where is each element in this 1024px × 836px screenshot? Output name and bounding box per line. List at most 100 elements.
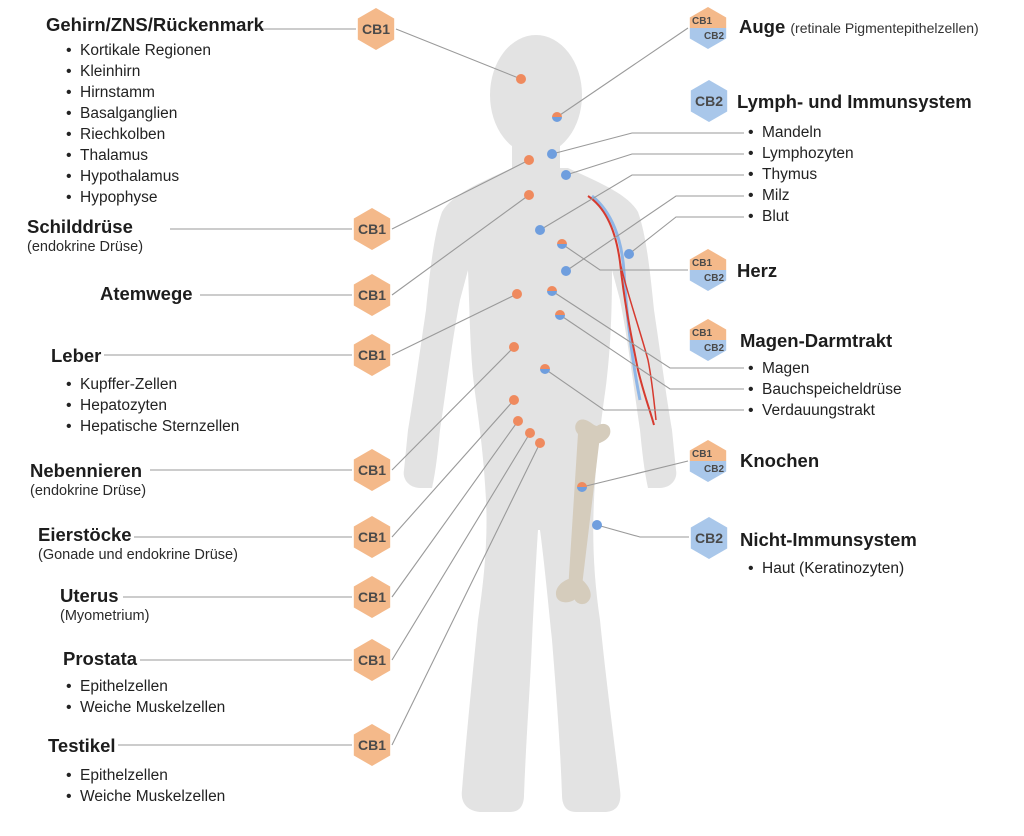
body-silhouette bbox=[403, 35, 677, 812]
thyroid-point bbox=[524, 155, 534, 165]
bone-point bbox=[577, 482, 587, 492]
cb1-label: CB1 bbox=[692, 16, 712, 27]
blood-connector bbox=[628, 216, 744, 255]
liver-cb1-badge: CB1 bbox=[353, 334, 391, 376]
cb2-label: CB2 bbox=[704, 464, 724, 475]
list-item: Epithelzellen bbox=[66, 676, 225, 697]
skin-connector bbox=[596, 524, 689, 538]
cb2-label: CB2 bbox=[704, 273, 724, 284]
liver-title: Leber bbox=[51, 345, 102, 366]
prostate-title: Prostata bbox=[63, 648, 138, 669]
tonsil-connector bbox=[551, 132, 744, 155]
skin-point bbox=[592, 520, 602, 530]
bone-connector bbox=[581, 460, 689, 488]
cb1-label: CB1 bbox=[358, 347, 386, 363]
list-item: Kleinhirn bbox=[66, 61, 211, 82]
lymph-list: Mandeln Lymphozyten Thymus Milz Blut bbox=[748, 122, 854, 227]
thymus-point bbox=[535, 225, 545, 235]
uterus-title: Uterus bbox=[60, 585, 119, 606]
thyroid-cb1-badge: CB1 bbox=[353, 208, 391, 250]
list-item: Weiche Muskelzellen bbox=[66, 786, 225, 807]
testes-point bbox=[535, 438, 545, 448]
list-item: Hirnstamm bbox=[66, 82, 211, 103]
spleen-connector bbox=[565, 195, 744, 272]
brain-title: Gehirn/ZNS/Rückenmark bbox=[46, 14, 264, 35]
airways-connector bbox=[391, 194, 530, 296]
list-item: Hepatische Sternzellen bbox=[66, 416, 239, 437]
liver-point bbox=[512, 289, 522, 299]
tonsil-point bbox=[547, 149, 557, 159]
lymphocyte-connector bbox=[565, 153, 744, 176]
artery-branch bbox=[619, 261, 657, 421]
testes-cb1-badge: CB1 bbox=[353, 724, 391, 766]
nonimmune-list: Haut (Keratinozyten) bbox=[748, 558, 904, 579]
uterus-cb1-badge: CB1 bbox=[353, 576, 391, 618]
gut-connector bbox=[544, 368, 744, 411]
ovaries-point bbox=[509, 395, 519, 405]
brain-cb1-badge: CB1 bbox=[357, 8, 395, 50]
uterus-point bbox=[513, 416, 523, 426]
spleen-point bbox=[561, 266, 571, 276]
pancreas-point bbox=[555, 310, 565, 320]
brain-point bbox=[516, 74, 526, 84]
list-item: Haut (Keratinozyten) bbox=[748, 558, 904, 579]
adrenal-point bbox=[509, 342, 519, 352]
brain-list: Kortikale Regionen Kleinhirn Hirnstamm B… bbox=[66, 40, 211, 208]
cb1-label: CB1 bbox=[358, 221, 386, 237]
ovaries-subtitle: (Gonade und endokrine Drüse) bbox=[38, 547, 238, 563]
airways-cb1-badge: CB1 bbox=[353, 274, 391, 316]
heart-point bbox=[557, 239, 567, 249]
prostate-connector bbox=[391, 432, 531, 661]
list-item: Weiche Muskelzellen bbox=[66, 697, 225, 718]
list-item: Magen bbox=[748, 358, 902, 379]
liver-connector bbox=[391, 293, 518, 356]
gi-list: Magen Bauchspeicheldrüse Verdauungstrakt bbox=[748, 358, 902, 421]
cb1-label: CB1 bbox=[692, 258, 712, 269]
cb1-label: CB1 bbox=[362, 21, 390, 37]
lymph-title: Lymph- und Immunsystem bbox=[737, 91, 972, 112]
bone-title: Knochen bbox=[740, 450, 820, 471]
cb2-label: CB2 bbox=[695, 93, 723, 109]
adrenal-cb1-badge: CB1 bbox=[353, 449, 391, 491]
cb1-label: CB1 bbox=[692, 328, 712, 339]
ovaries-cb1-badge: CB1 bbox=[353, 516, 391, 558]
ovaries-connector bbox=[391, 399, 515, 538]
cb1-label: CB1 bbox=[358, 462, 386, 478]
list-item: Epithelzellen bbox=[66, 765, 225, 786]
airways-point bbox=[524, 190, 534, 200]
gi-title: Magen-Darmtrakt bbox=[740, 330, 893, 351]
list-item: Hepatozyten bbox=[66, 395, 239, 416]
list-item: Kortikale Regionen bbox=[66, 40, 211, 61]
list-item: Milz bbox=[748, 185, 854, 206]
artery bbox=[587, 195, 655, 426]
liver-list: Kupffer-Zellen Hepatozyten Hepatische St… bbox=[66, 374, 239, 437]
lymph-cb2-badge: CB2 bbox=[690, 80, 728, 122]
gut-point bbox=[540, 364, 550, 374]
lymphocyte-point bbox=[561, 170, 571, 180]
thymus-connector bbox=[539, 174, 744, 231]
eye-title-text: Auge bbox=[739, 16, 786, 37]
pancreas-connector bbox=[559, 314, 744, 390]
stomach-point bbox=[547, 286, 557, 296]
list-item: Mandeln bbox=[748, 122, 854, 143]
eye-connector bbox=[556, 27, 689, 118]
cb2-label: CB2 bbox=[704, 31, 724, 42]
list-item: Bauchspeicheldrüse bbox=[748, 379, 902, 400]
receptor-badges: CB1CB1CB1CB1CB1CB1CB1CB1CB1CB1CB2CB2CB1C… bbox=[353, 7, 728, 766]
adrenal-title: Nebennieren bbox=[30, 460, 143, 481]
thyroid-title: Schilddrüse bbox=[27, 216, 133, 237]
eye-point bbox=[552, 112, 562, 122]
list-item: Hypophyse bbox=[66, 187, 211, 208]
adrenal-connector bbox=[391, 346, 515, 471]
thyroid-subtitle: (endokrine Drüse) bbox=[27, 239, 144, 255]
cb1-label: CB1 bbox=[358, 529, 386, 545]
testes-connector bbox=[391, 442, 541, 746]
list-item: Lymphozyten bbox=[748, 143, 854, 164]
cb1-label: CB1 bbox=[358, 287, 386, 303]
prostate-cb1-badge: CB1 bbox=[353, 639, 391, 681]
heart-connector bbox=[561, 243, 688, 271]
uterus-subtitle: (Myometrium) bbox=[60, 608, 150, 624]
cb1-label: CB1 bbox=[358, 652, 386, 668]
